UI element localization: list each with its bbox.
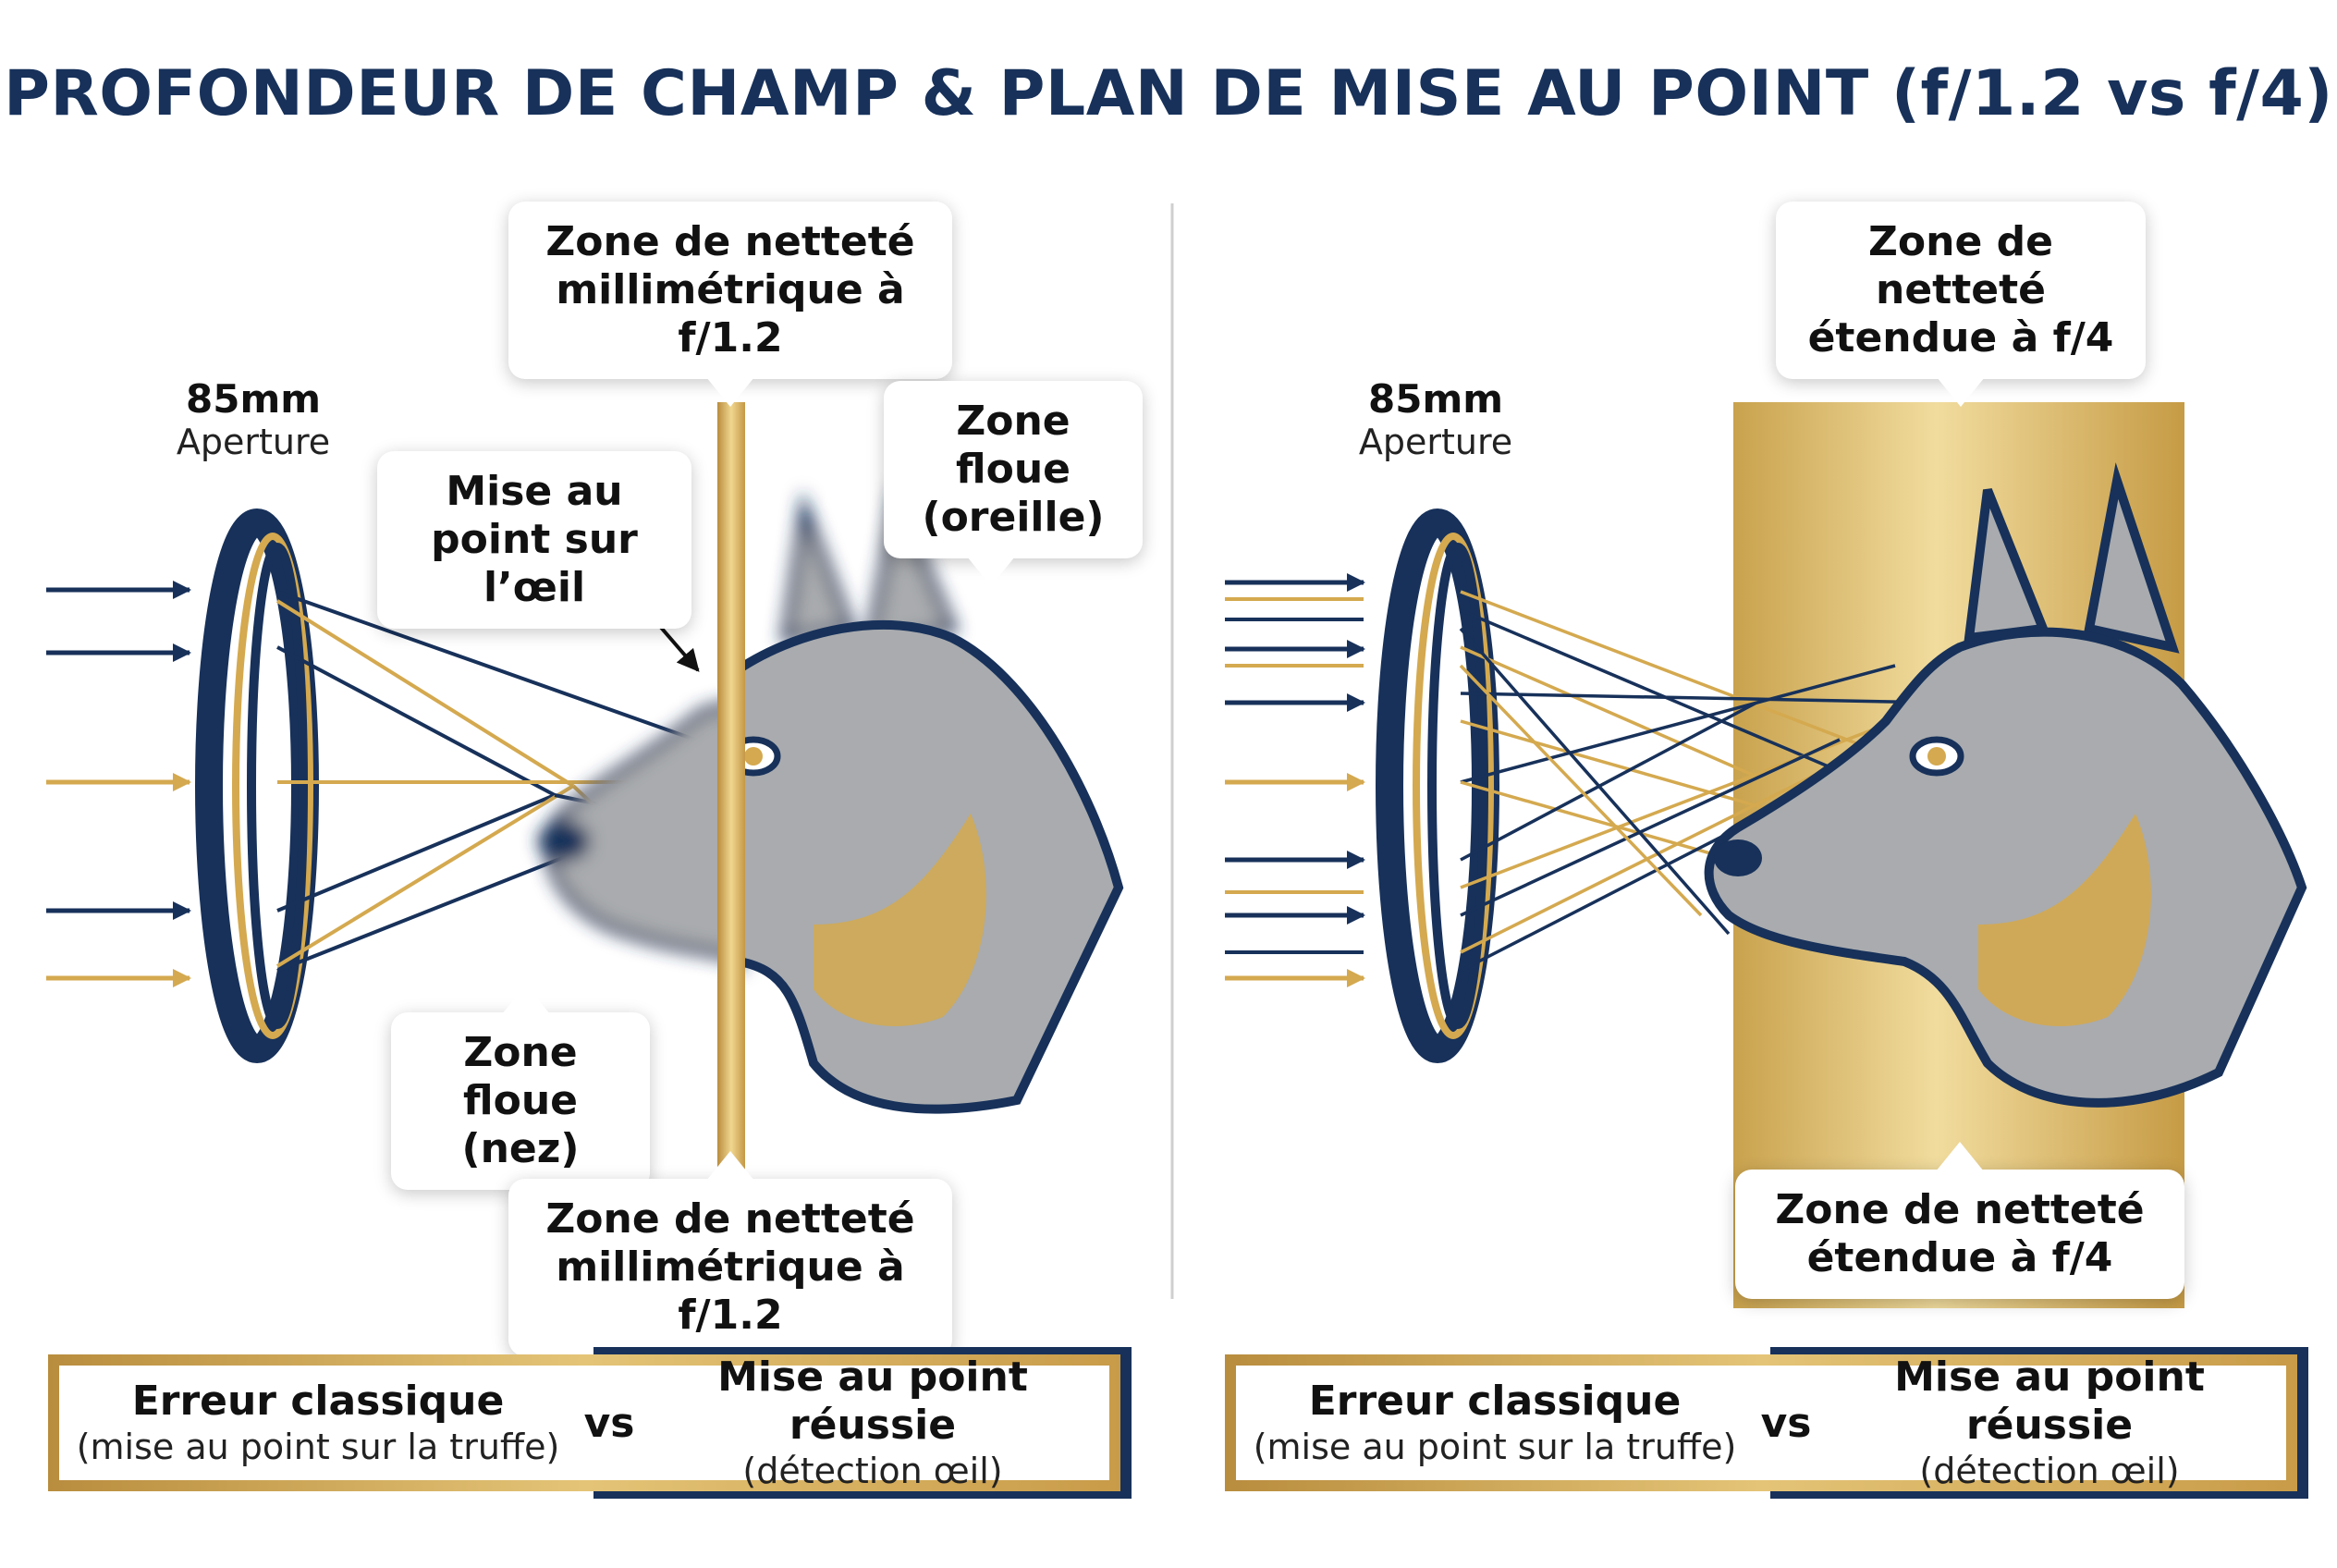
right-comparison-strip: Erreur classique (mise au point sur la t… — [1225, 1347, 2308, 1499]
right-vs-label: vs — [1760, 1399, 1812, 1447]
right-success-sub: (détection œil) — [1919, 1451, 2180, 1491]
left-comparison-error: Erreur classique (mise au point sur la t… — [59, 1378, 577, 1468]
right-error-title: Erreur classique — [1308, 1378, 1682, 1425]
left-incoming-rays — [46, 581, 191, 987]
right-converging-rays — [1459, 590, 1942, 973]
right-lens-label: 85mm Aperture — [1325, 376, 1547, 463]
right-zone-bottom-callout: Zone de netteté étendue à f/4 — [1735, 1142, 2184, 1299]
right-error-sub: (mise au point sur la truffe) — [1253, 1427, 1737, 1467]
right-incoming-rays — [1225, 573, 1365, 987]
left-vs-label: vs — [583, 1399, 635, 1447]
left-lens-aperture: Aperture — [176, 422, 331, 462]
left-comparison-frame: Erreur classique (mise au point sur la t… — [48, 1354, 1120, 1491]
left-lens-label: 85mm Aperture — [142, 376, 364, 463]
right-comparison-error: Erreur classique (mise au point sur la t… — [1236, 1378, 1754, 1468]
left-error-title: Erreur classique — [131, 1378, 505, 1425]
left-zone-bottom-callout: Zone de netteté millimétrique à f/1.2 — [508, 1151, 952, 1356]
blur-ear-callout: Zone floue (oreille) — [884, 381, 1143, 586]
left-lens-icon — [195, 508, 319, 1063]
focus-eye-callout: Mise au point sur l’œil — [377, 451, 691, 629]
blur-nose-callout: Zone floue (nez) — [391, 985, 650, 1190]
right-zone-top-callout: Zone de netteté étendue à f/4 — [1776, 202, 2146, 407]
left-success-sub: (détection œil) — [742, 1451, 1003, 1491]
page-title: PROFONDEUR DE CHAMP & PLAN DE MISE AU PO… — [4, 57, 2333, 130]
left-lens-focal: 85mm — [186, 376, 321, 422]
right-comparison-frame: Erreur classique (mise au point sur la t… — [1225, 1354, 2297, 1491]
left-success-title: Mise au point réussie — [717, 1354, 1028, 1449]
left-comparison-strip: Erreur classique (mise au point sur la t… — [48, 1347, 1132, 1499]
right-lens-focal: 85mm — [1368, 376, 1503, 422]
left-dog-head — [538, 483, 1124, 1114]
left-zone-top-callout: Zone de netteté millimétrique à f/1.2 — [508, 202, 952, 407]
right-comparison-success: Mise au point réussie (détection œil) — [1818, 1354, 2281, 1492]
right-lens-icon — [1376, 508, 1499, 1063]
left-focus-plane — [717, 402, 745, 1225]
left-error-sub: (mise au point sur la truffe) — [76, 1427, 560, 1467]
left-comparison-success: Mise au point réussie (détection œil) — [642, 1354, 1104, 1492]
right-lens-aperture: Aperture — [1358, 422, 1513, 462]
right-success-title: Mise au point réussie — [1894, 1354, 2205, 1449]
right-dog-head — [1704, 462, 2307, 1108]
